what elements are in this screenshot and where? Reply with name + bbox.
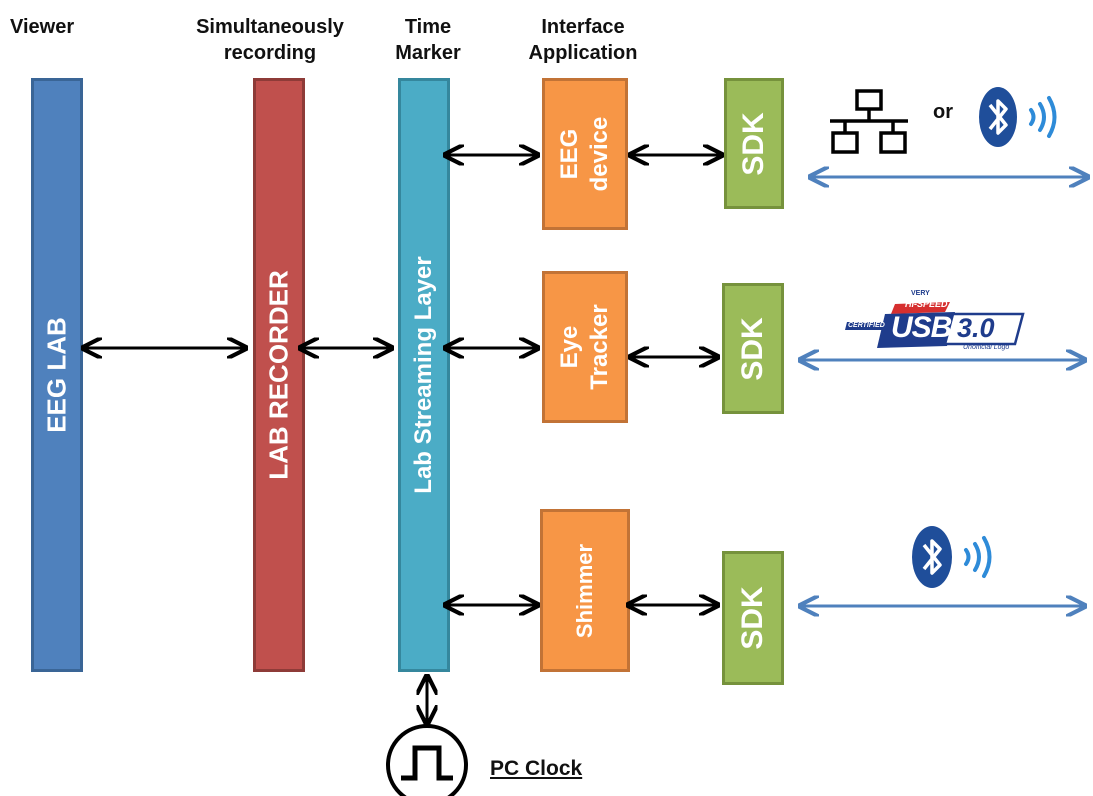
usb-note-label: Unofficial Logo bbox=[963, 344, 1010, 351]
header-interface-line2: Application bbox=[528, 42, 638, 64]
sdk-box-eye-tracker: SDK bbox=[722, 283, 784, 414]
or-label: or bbox=[933, 101, 953, 123]
pc-clock-label: PC Clock bbox=[490, 757, 583, 780]
usb-3-logo: VERY HI-SPEED CERTIFIED USB 3.0 Unoffici… bbox=[845, 288, 1030, 354]
header-interface-line1: Interface bbox=[541, 16, 625, 38]
sdk-box-eeg: SDK bbox=[724, 78, 784, 209]
header-viewer: Viewer bbox=[10, 16, 75, 38]
header-time-marker-line1: Time bbox=[404, 16, 452, 38]
bluetooth-icon bbox=[979, 87, 1057, 147]
eeg-lab-bar: EEG LAB bbox=[31, 78, 83, 672]
eye-tracker-box: Eye Tracker bbox=[542, 271, 628, 423]
bluetooth-icon-shimmer bbox=[912, 526, 992, 588]
lab-recorder-bar: LAB RECORDER bbox=[253, 78, 305, 672]
usb-hispeed-label: HI-SPEED bbox=[905, 299, 948, 309]
network-icon bbox=[830, 89, 908, 154]
header-interface-application: Interface Application bbox=[508, 14, 658, 66]
sdk-box-shimmer: SDK bbox=[722, 551, 784, 685]
header-recording-line2: recording bbox=[223, 42, 317, 64]
lab-streaming-layer-bar: Lab Streaming Layer bbox=[398, 78, 450, 672]
header-time-marker-line2: Marker bbox=[395, 42, 461, 64]
usb-certified-label: CERTIFIED bbox=[848, 322, 885, 329]
eeg-device-box: EEG device bbox=[542, 78, 628, 230]
header-recording-line1: Simultaneously bbox=[196, 16, 344, 38]
usb-main-label: USB bbox=[891, 311, 952, 344]
shimmer-box: Shimmer bbox=[540, 509, 630, 672]
usb-very-label: VERY bbox=[911, 290, 930, 297]
header-time-marker: Time Marker bbox=[380, 14, 476, 66]
header-recording: Simultaneously recording bbox=[172, 14, 368, 66]
usb-version-label: 3.0 bbox=[957, 313, 995, 343]
clock-pulse-icon bbox=[386, 724, 468, 796]
usb-logo-graphic bbox=[845, 302, 1025, 348]
